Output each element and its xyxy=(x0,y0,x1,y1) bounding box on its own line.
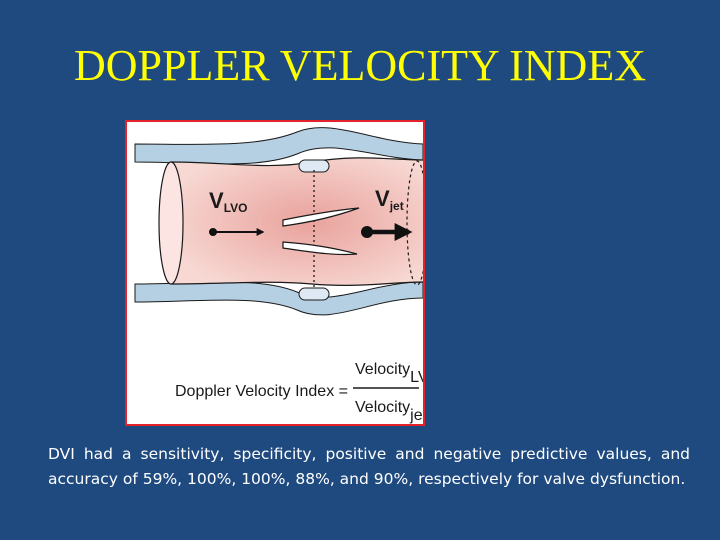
v-lvo-label-overlay: VLVO xyxy=(209,188,247,215)
formula-numerator: VelocityLVO xyxy=(355,361,423,386)
slide-caption: DVI had a sensitivity, specificity, posi… xyxy=(48,445,690,488)
formula-denominator: Velocityjet xyxy=(355,399,423,424)
diagram-overlay: VLVO Vjet Doppler Velocity Index = Veloc… xyxy=(127,122,423,424)
slide-title: DOPPLER VELOCITY INDEX xyxy=(74,41,646,90)
formula-svg: VLVO Vjet Doppler Velocity Index = Veloc… xyxy=(127,122,423,424)
formula-label: Doppler Velocity Index = xyxy=(175,383,348,400)
v-jet-label-overlay: Vjet xyxy=(375,186,404,213)
